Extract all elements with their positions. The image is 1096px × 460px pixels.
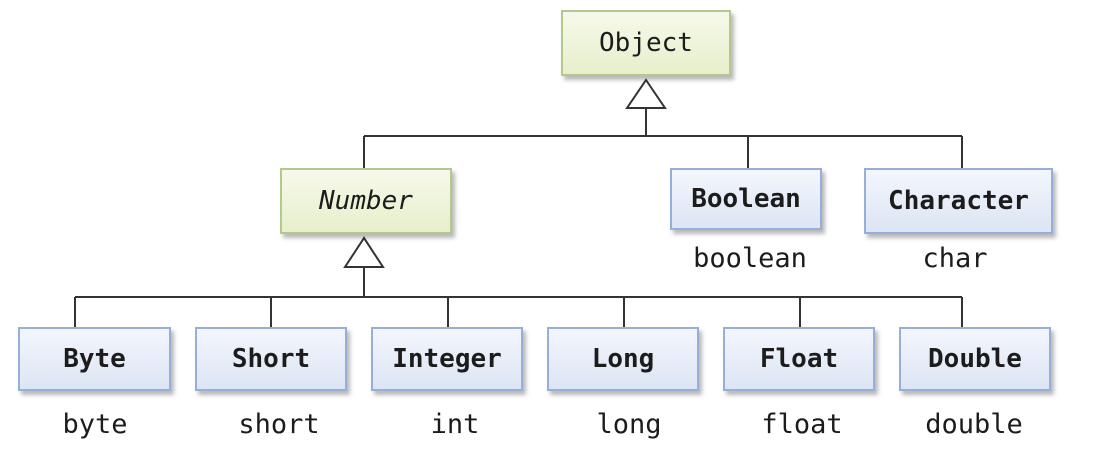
double-primitive-label: double: [925, 409, 1023, 440]
long-class-box: Long: [547, 327, 699, 391]
object-inheritance-arrowhead: [625, 78, 667, 109]
object-class-box: Object: [561, 10, 731, 76]
byte-primitive-label: byte: [62, 409, 128, 440]
byte-class-box: Byte: [18, 327, 171, 391]
double-class-box: Double: [899, 327, 1051, 391]
float-class-box: Float: [723, 327, 875, 391]
boolean-class-box: Boolean: [670, 168, 822, 230]
short-primitive-label: short: [238, 409, 320, 440]
short-class-box: Short: [195, 327, 347, 391]
long-primitive-label: long: [596, 409, 662, 440]
integer-primitive-label: int: [430, 409, 480, 440]
integer-class-box: Integer: [371, 327, 523, 391]
character-primitive-label: char: [922, 243, 988, 274]
number-inheritance-arrowhead: [343, 236, 385, 268]
number-abstract-class-box: Number: [280, 168, 452, 234]
character-class-box: Character: [864, 168, 1053, 234]
boolean-primitive-label: boolean: [693, 243, 807, 274]
float-primitive-label: float: [761, 409, 843, 440]
